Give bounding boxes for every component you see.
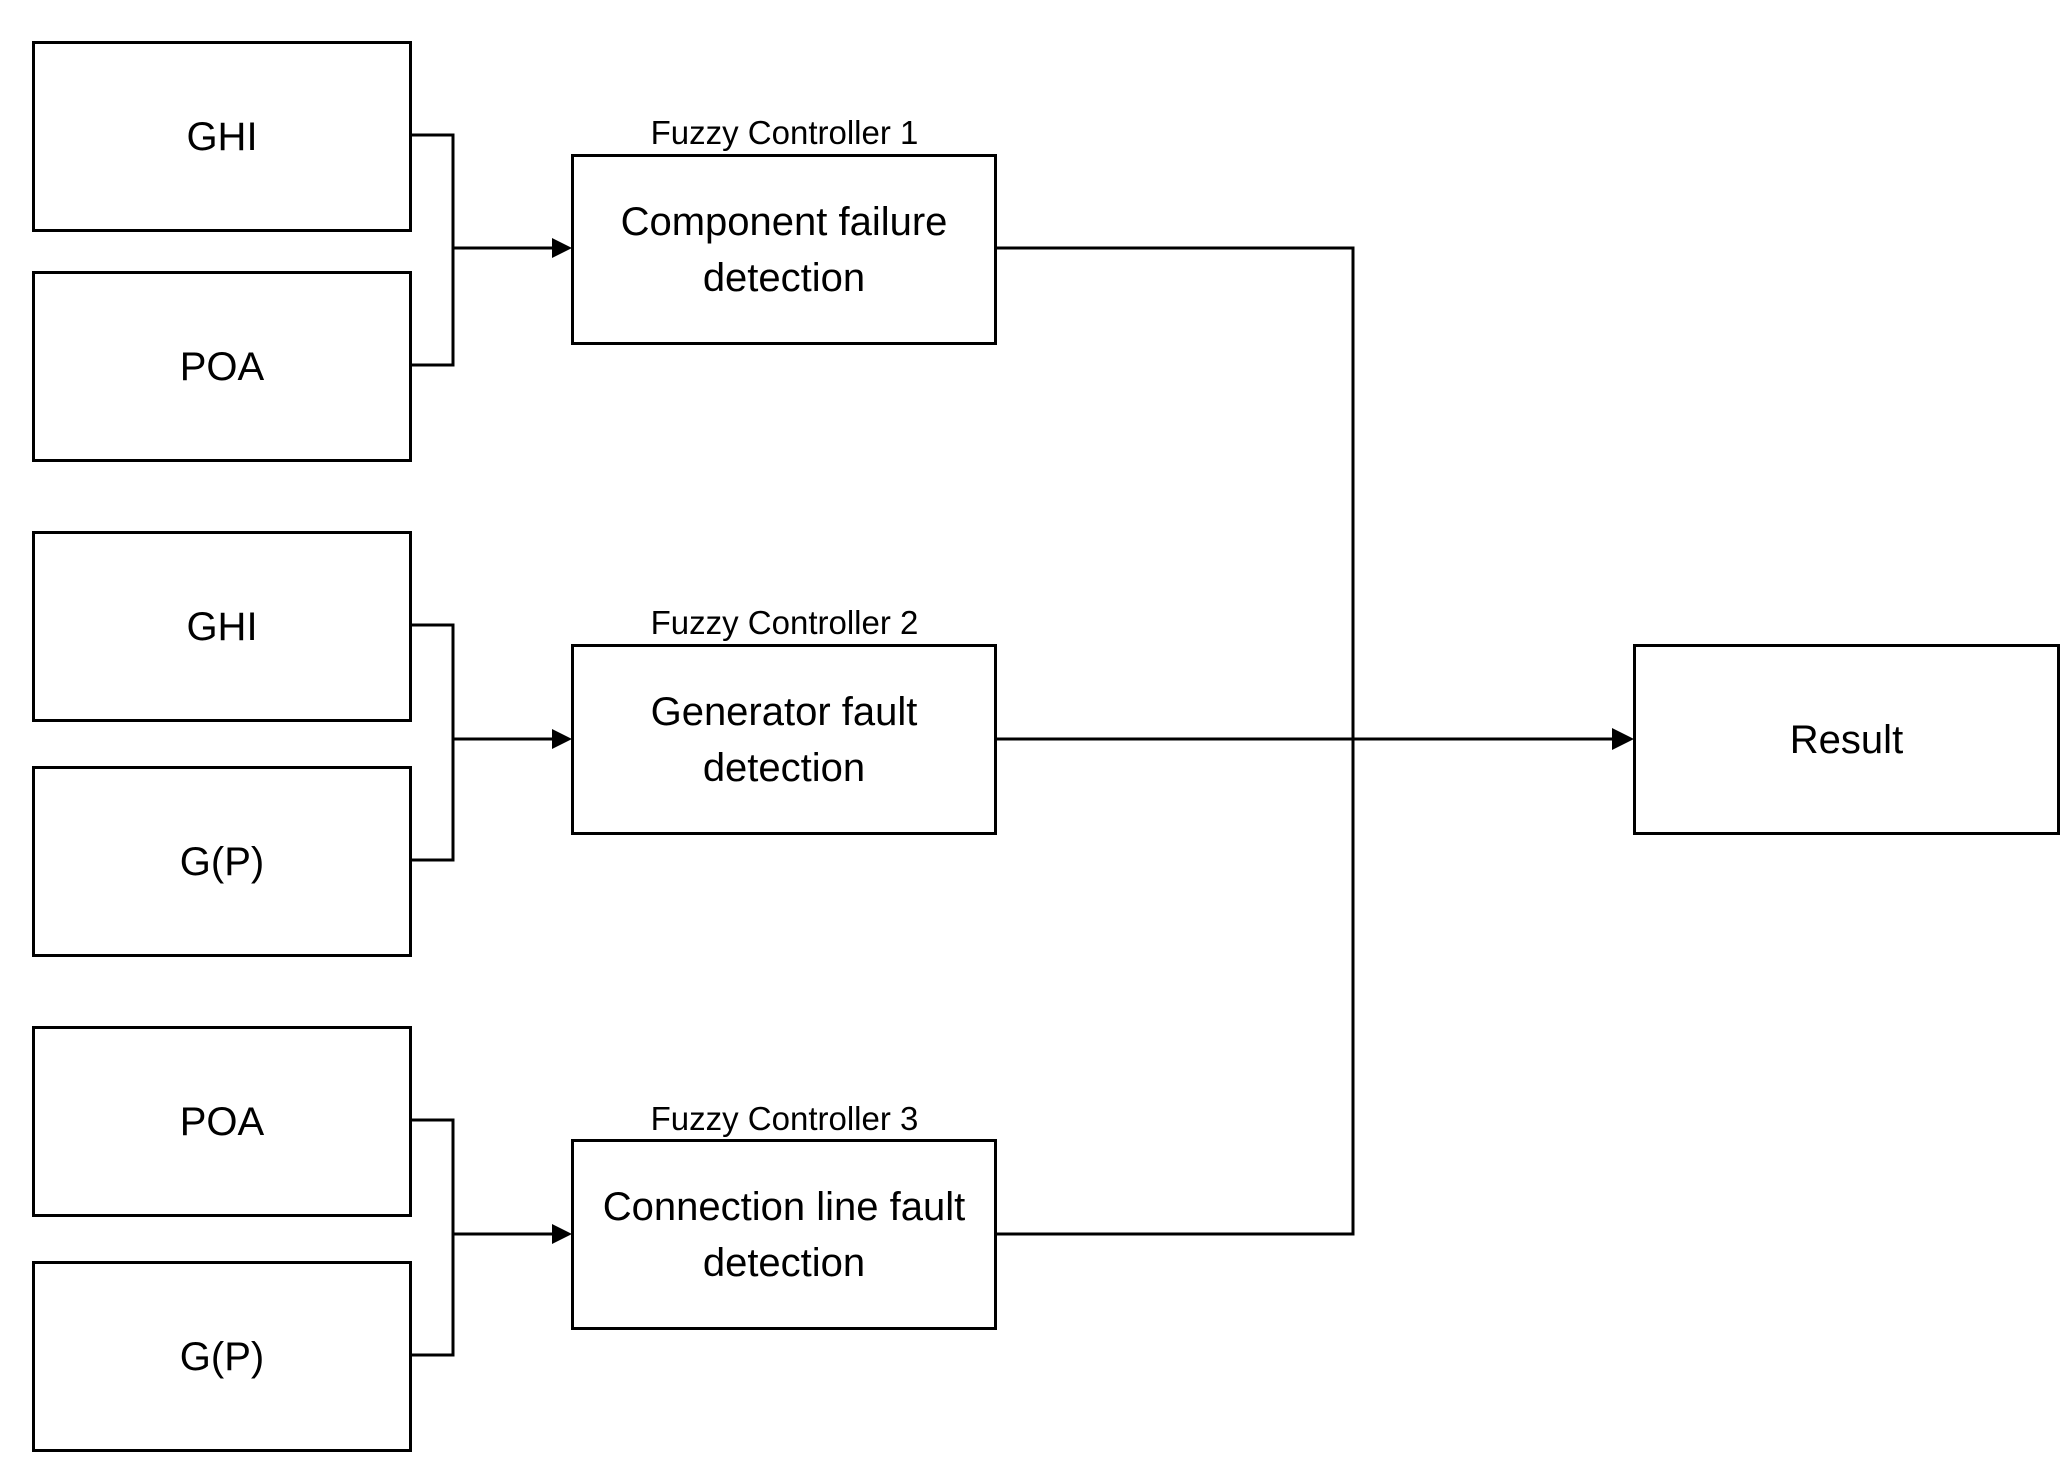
arrowhead-icon — [552, 1224, 572, 1244]
connector-g2-bottom — [411, 739, 455, 862]
arrowhead-icon — [1612, 728, 1634, 750]
connector-g2-top — [411, 623, 455, 739]
controller-2-title: Fuzzy Controller 2 — [650, 604, 919, 641]
input-label: G(P) — [179, 1334, 265, 1379]
input-label: GHI — [186, 114, 258, 159]
input-box-ghi-2: GHI — [32, 531, 412, 722]
connector-g3-top — [411, 1118, 455, 1234]
arrowhead-icon — [552, 729, 572, 749]
input-label: POA — [179, 344, 265, 389]
controller-3-function: Connection line fault detection — [602, 1184, 966, 1285]
controller-3-title: Fuzzy Controller 3 — [650, 1100, 919, 1137]
controller-1-title: Fuzzy Controller 1 — [650, 114, 919, 151]
result-box: Result — [1633, 644, 2060, 835]
input-box-poa-1: POA — [32, 271, 412, 462]
controller-1-function: Component failure detection — [620, 199, 948, 300]
arrowhead-icon — [552, 238, 572, 258]
connector-controller-1-out — [996, 246, 1355, 739]
controller-2-box: Generator fault detection — [571, 644, 997, 835]
input-label: G(P) — [179, 839, 265, 884]
controller-1-box: Component failure detection — [571, 154, 997, 345]
input-label: POA — [179, 1099, 265, 1144]
input-box-poa-3: POA — [32, 1026, 412, 1217]
controller-2-function: Generator fault detection — [650, 689, 918, 790]
input-box-gp-3: G(P) — [32, 1261, 412, 1452]
connector-g1-bottom — [411, 248, 455, 367]
connector-g3-bottom — [411, 1234, 455, 1357]
input-box-gp-2: G(P) — [32, 766, 412, 957]
input-box-ghi-1: GHI — [32, 41, 412, 232]
connector-controller-3-out — [996, 739, 1355, 1236]
input-label: GHI — [186, 604, 258, 649]
result-label: Result — [1789, 717, 1904, 762]
connector-g1-top — [411, 133, 455, 248]
controller-3-box: Connection line fault detection — [571, 1139, 997, 1330]
